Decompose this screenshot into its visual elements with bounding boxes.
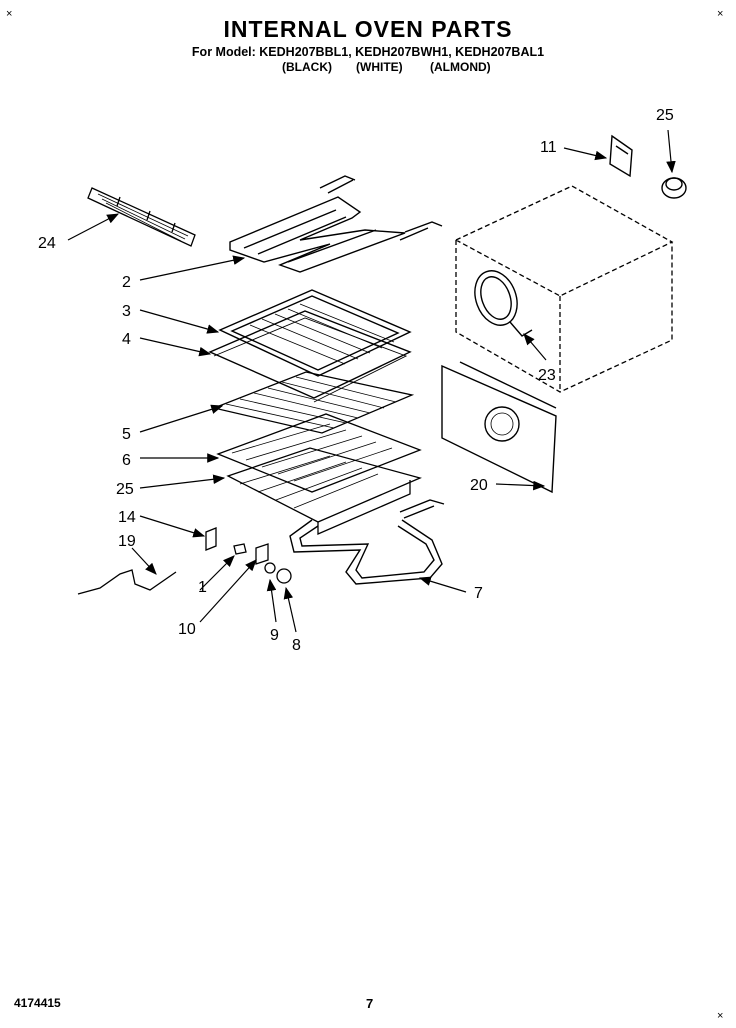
color-almond: (ALMOND) <box>430 60 491 74</box>
color-black: (BLACK) <box>282 60 332 74</box>
callout-13: 14 <box>118 509 136 526</box>
leader-lines <box>67 129 676 633</box>
callout-4: 4 <box>122 331 131 348</box>
part-14-oven-sensor <box>77 569 177 595</box>
doc-number: 4174415 <box>14 996 61 1010</box>
corner-mark-top-right: × <box>717 8 724 20</box>
part-23-rack-support <box>87 187 196 247</box>
callout-14: 19 <box>118 533 136 550</box>
part-25-fan-motor <box>661 177 687 199</box>
small-parts <box>77 527 292 595</box>
callout-6: 6 <box>122 452 131 469</box>
callout-23: 24 <box>38 235 56 252</box>
part-10-thermostat-bracket <box>255 543 269 565</box>
callout-8: 8 <box>292 637 301 654</box>
callout-9: 9 <box>270 627 279 644</box>
oven-cavity <box>454 185 674 393</box>
callout-2: 2 <box>122 274 131 291</box>
part-7-bake-element <box>289 499 445 585</box>
callout-7: 7 <box>474 585 483 602</box>
part-11-bracket <box>609 134 633 178</box>
callout-25: 25 <box>656 107 674 124</box>
callout-24: 25 <box>116 481 134 498</box>
page-title: INTERNAL OVEN PARTS <box>223 16 513 42</box>
callout-19: 20 <box>470 477 488 494</box>
callout-20: 23 <box>538 367 556 384</box>
part-5-oven-rack <box>211 371 415 434</box>
callout-10: 10 <box>178 621 196 638</box>
callout-1: 1 <box>198 579 207 596</box>
corner-mark-bottom-right: × <box>717 1010 724 1022</box>
part-2-broil-element <box>229 175 443 273</box>
model-list: For Model: KEDH207BBL1, KEDH207BWH1, KED… <box>191 45 545 59</box>
callout-labels: 24 2 3 4 5 6 25 14 19 1 10 9 8 7 11 25 2… <box>38 107 674 654</box>
part-3-broil-pan <box>218 289 412 377</box>
callout-3: 3 <box>122 303 131 320</box>
part-20-convection-heater <box>474 270 533 337</box>
part-1-bushing <box>233 543 247 555</box>
part-24-oven-rack-bottom <box>226 447 422 535</box>
part-9-washer <box>264 562 276 574</box>
color-white: (WHITE) <box>356 60 403 74</box>
callout-11: 11 <box>540 139 557 156</box>
part-8-nut <box>276 568 292 584</box>
callout-5: 5 <box>122 426 131 443</box>
part-19-convection-fan-cover <box>441 361 557 494</box>
corner-mark-top-left: × <box>6 8 13 20</box>
part-13-clip <box>205 527 217 551</box>
page-number: 7 <box>366 996 374 1011</box>
part-6-oven-rack <box>216 413 422 493</box>
